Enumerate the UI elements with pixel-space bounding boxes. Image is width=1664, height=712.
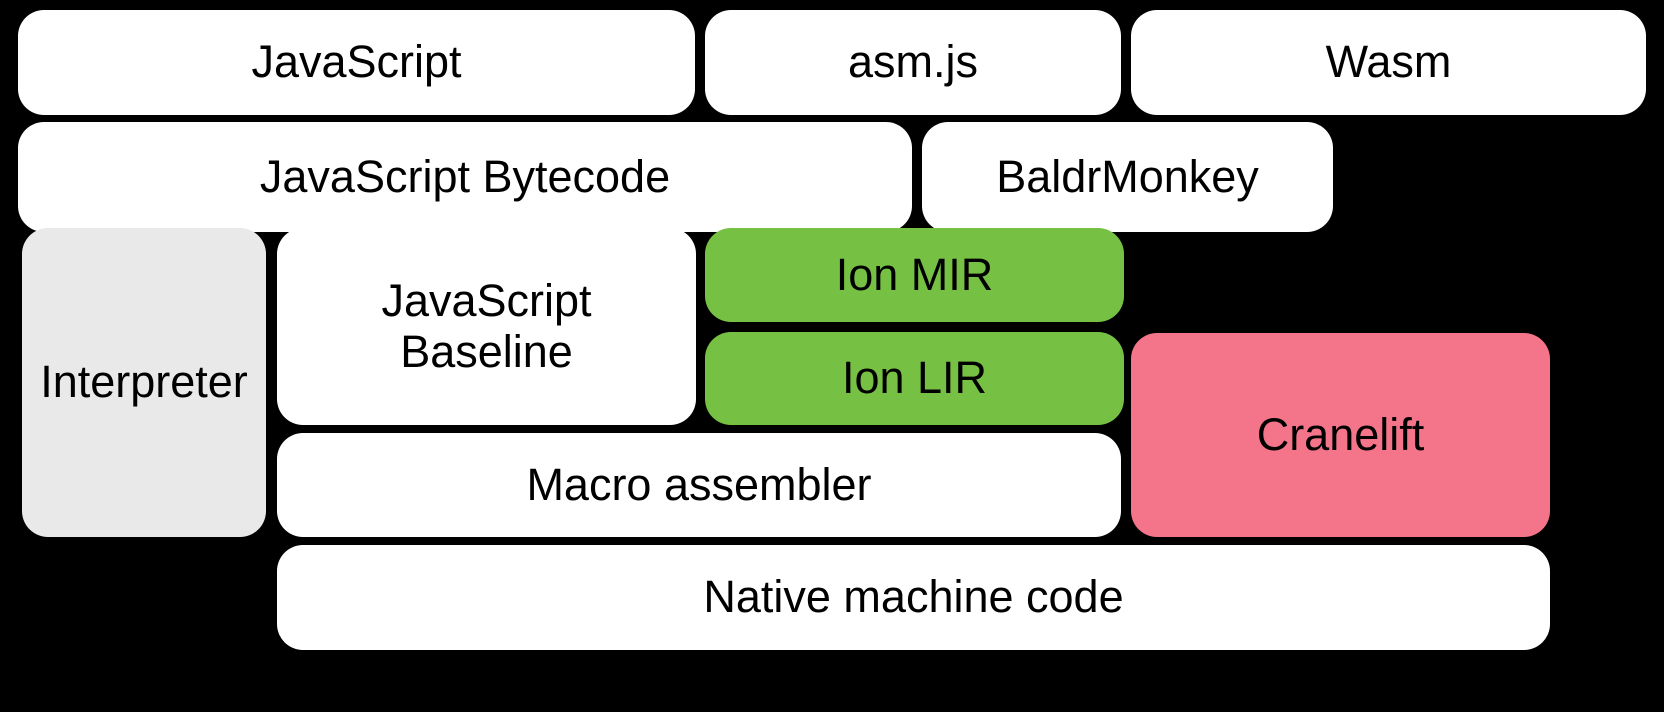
node-native-machine-code: Native machine code <box>277 545 1550 650</box>
node-ion-lir: Ion LIR <box>705 332 1124 425</box>
node-javascript-baseline: JavaScript Baseline <box>277 228 696 425</box>
node-javascript-bytecode: JavaScript Bytecode <box>18 122 912 232</box>
node-ion-mir: Ion MIR <box>705 228 1124 322</box>
node-interpreter: Interpreter <box>22 228 266 537</box>
node-cranelift: Cranelift <box>1131 333 1550 537</box>
node-asm-js: asm.js <box>705 10 1121 115</box>
node-baldrmonkey: BaldrMonkey <box>922 122 1333 232</box>
node-macro-assembler: Macro assembler <box>277 433 1121 537</box>
node-wasm: Wasm <box>1131 10 1646 115</box>
node-javascript: JavaScript <box>18 10 695 115</box>
